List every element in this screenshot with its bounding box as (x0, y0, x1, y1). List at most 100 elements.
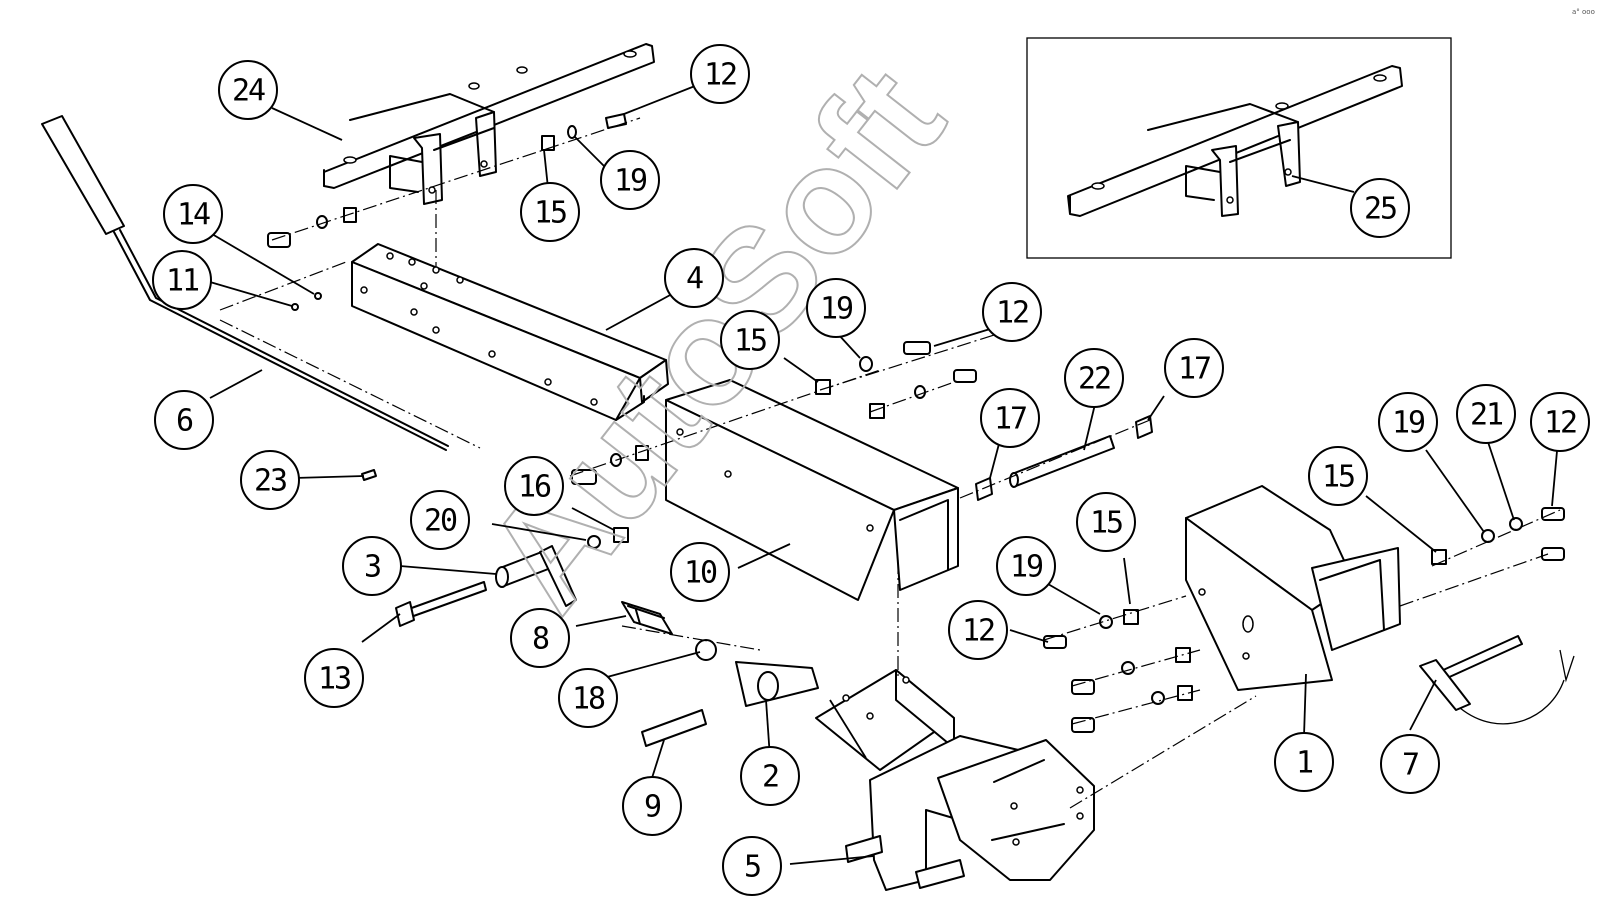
callout-circle (982, 282, 1042, 342)
callout-label: 19 (820, 292, 853, 327)
callout-16: 16 (504, 456, 564, 516)
callout-label: 23 (254, 464, 286, 499)
callout-19: 19 (600, 150, 660, 210)
callout-24: 24 (218, 60, 278, 120)
callout-label: 11 (166, 264, 199, 299)
callout-circle (670, 542, 730, 602)
callout-label: 17 (994, 402, 1026, 437)
left-small-parts (395, 527, 819, 747)
hardware-middle (569, 329, 1011, 485)
hardware-right (1043, 507, 1565, 809)
callout-label: 21 (1470, 398, 1503, 433)
callout-7: 7 (1380, 734, 1440, 794)
callout-circle (690, 44, 750, 104)
part-6-handle (41, 115, 481, 481)
callout-label: 2 (762, 760, 778, 795)
callout-circle (948, 600, 1008, 660)
callout-4: 4 (664, 248, 724, 308)
callout-circle (1064, 348, 1124, 408)
callout-label: 15 (1090, 506, 1122, 541)
callout-circle (1380, 734, 1440, 794)
callout-circle (1274, 732, 1334, 792)
callout-21: 21 (1456, 384, 1516, 444)
callout-circle (510, 608, 570, 668)
callout-label: 17 (1178, 352, 1210, 387)
callout-circle (558, 668, 618, 728)
callout-label: 14 (177, 198, 210, 233)
callout-circle (504, 456, 564, 516)
part-7-pin (1419, 635, 1575, 725)
callout-circle (996, 536, 1056, 596)
callout-25: 25 (1350, 178, 1410, 238)
callout-label: 16 (518, 470, 551, 505)
part-10-tube (665, 379, 959, 601)
callout-11: 11 (152, 250, 212, 310)
callout-label: 24 (232, 74, 265, 109)
callout-label: 12 (996, 296, 1028, 331)
callout-15: 15 (520, 182, 580, 242)
callout-6: 6 (154, 390, 214, 450)
part-22-pin (959, 415, 1153, 501)
inset-part-25 (1026, 37, 1452, 259)
callout-label: 5 (744, 850, 760, 885)
callout-circle (720, 310, 780, 370)
callout-label: 19 (1392, 406, 1425, 441)
callout-2: 2 (740, 746, 800, 806)
callout-label: 13 (318, 662, 350, 697)
callout-label: 6 (176, 404, 193, 439)
callout-label: 18 (572, 682, 605, 717)
callout-label: 12 (1544, 406, 1576, 441)
callout-19: 19 (996, 536, 1056, 596)
part-5-weldment (815, 560, 1095, 891)
callout-circle (622, 776, 682, 836)
part-24-bracket (323, 43, 655, 205)
callout-circle (163, 184, 223, 244)
callout-circle (1456, 384, 1516, 444)
callout-14: 14 (163, 184, 223, 244)
callout-15: 15 (720, 310, 780, 370)
callout-circle (980, 388, 1040, 448)
callout-12: 12 (948, 600, 1008, 660)
callout-label: 3 (364, 550, 380, 585)
callout-label: 10 (684, 556, 717, 591)
callout-label: 12 (704, 58, 736, 93)
callout-23: 23 (240, 450, 300, 510)
callout-label: 9 (644, 790, 661, 825)
callout-circle (1530, 392, 1590, 452)
callout-label: 4 (686, 262, 703, 297)
callout-circle (600, 150, 660, 210)
callout-circle (1076, 492, 1136, 552)
callout-17: 17 (1164, 338, 1224, 398)
callout-circle (1164, 338, 1224, 398)
part-4-tube (351, 243, 669, 421)
hardware-top (267, 113, 641, 311)
callout-circle (664, 248, 724, 308)
callout-19: 19 (1378, 392, 1438, 452)
callout-label: 15 (1322, 460, 1354, 495)
callout-label: 19 (614, 164, 647, 199)
callout-label: 15 (534, 196, 566, 231)
callout-circle (304, 648, 364, 708)
corner-mark: a° ooo (1572, 8, 1595, 16)
callout-1: 1 (1274, 732, 1334, 792)
callout-22: 22 (1064, 348, 1124, 408)
callout-12: 12 (690, 44, 750, 104)
callout-17: 17 (980, 388, 1040, 448)
part-1-receiver (1185, 485, 1401, 691)
callout-12: 12 (982, 282, 1042, 342)
callout-12: 12 (1530, 392, 1590, 452)
callout-circle (218, 60, 278, 120)
callout-label: 8 (532, 622, 549, 657)
callout-label: 12 (962, 614, 994, 649)
callout-circle (722, 836, 782, 896)
callout-circle (1308, 446, 1368, 506)
callout-circle (806, 278, 866, 338)
callout-19: 19 (806, 278, 866, 338)
callout-circle (342, 536, 402, 596)
callout-circle (152, 250, 212, 310)
callout-13: 13 (304, 648, 364, 708)
callout-label: 20 (424, 504, 457, 539)
callout-circle (154, 390, 214, 450)
callout-circle (240, 450, 300, 510)
